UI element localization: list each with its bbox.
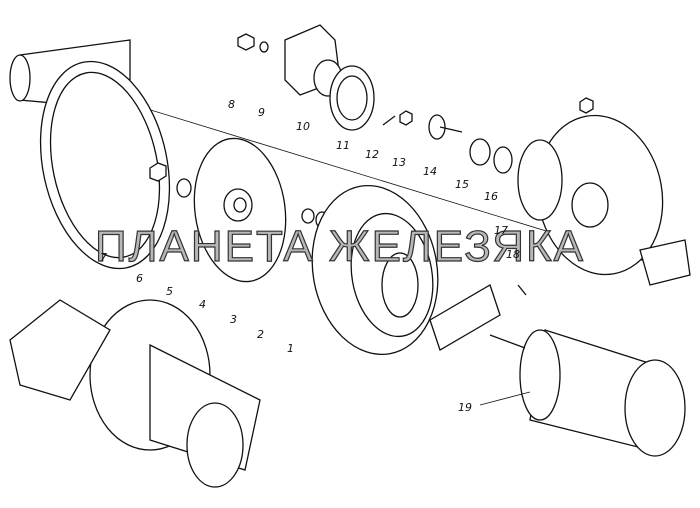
part-label: 16 (484, 190, 498, 203)
bolt-part-8 (237, 33, 255, 51)
part-label: 12 (365, 148, 379, 161)
nut-part-6 (149, 162, 167, 182)
electric-motor-part-19 (489, 329, 686, 457)
part-label: 5 (166, 285, 173, 298)
gasket-part-7 (39, 60, 171, 270)
pin-part-12 (382, 115, 396, 126)
impeller-disc-part-4 (193, 137, 287, 283)
part-label: 18 (506, 248, 520, 261)
washer-part-5 (176, 178, 192, 198)
nut-part-3 (301, 208, 315, 224)
part-label: 6 (136, 272, 143, 285)
watermark: ПЛАНЕТА ЖЕЛЕЗЯКА (94, 221, 586, 271)
bearing-part-16 (493, 146, 513, 174)
part-label: 13 (392, 156, 406, 169)
part-label: 9 (258, 106, 265, 119)
part-label: 2 (257, 328, 264, 341)
pin-part-18 (517, 284, 527, 296)
part-label: 1 (287, 342, 294, 355)
nut-part-13 (399, 110, 413, 126)
cover-part-17 (517, 114, 691, 286)
part-label: 19 (458, 401, 472, 414)
shaft-part-14 (428, 114, 463, 140)
leader-lines (479, 391, 531, 406)
part-label: 17 (494, 224, 508, 237)
part-label: 15 (455, 178, 469, 191)
washer-part-9 (259, 41, 269, 53)
pump-volute-part-1 (311, 184, 501, 356)
part-label: 4 (199, 298, 206, 311)
part-label: 10 (296, 120, 310, 133)
part-label: 14 (423, 165, 437, 178)
part-label: 7 (100, 251, 107, 264)
part-label: 11 (336, 139, 350, 152)
bolt-part-17b (579, 97, 594, 114)
pump-motor-assembly-left (9, 299, 261, 488)
part-label: 3 (230, 313, 237, 326)
part-label: 8 (228, 98, 235, 111)
retaining-ring-part-15 (469, 138, 491, 166)
